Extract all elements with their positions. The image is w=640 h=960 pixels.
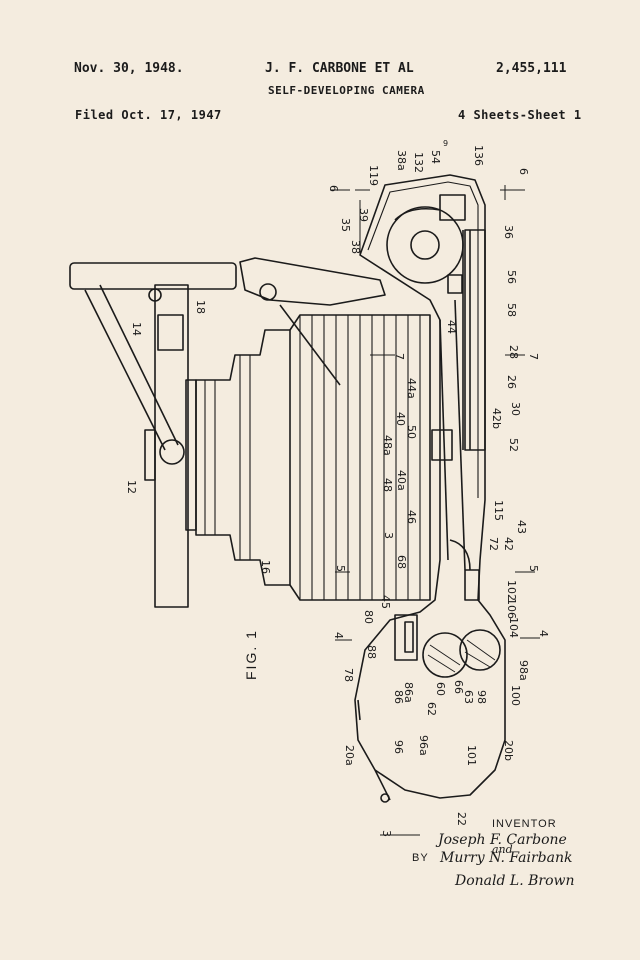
ref-numeral: 58	[505, 303, 518, 317]
inventor-label: INVENTOR	[492, 818, 557, 830]
signature-attorney: Donald L. Brown	[455, 873, 575, 889]
ref-numeral: 66	[452, 680, 465, 694]
ref-numeral: 102	[505, 580, 518, 601]
ref-numeral: 68	[395, 555, 408, 569]
ref-numeral: 98	[475, 690, 488, 704]
pressure-roller-upper	[422, 632, 468, 678]
ref-numeral: 42	[502, 537, 515, 551]
ref-numeral: 3	[382, 532, 395, 539]
ref-numeral: 4	[537, 630, 550, 637]
ref-numeral: 136	[472, 145, 485, 166]
ref-numeral: 22	[455, 812, 468, 826]
ref-numeral: 12	[125, 480, 138, 494]
ref-numeral: 98a	[517, 660, 530, 681]
ref-numeral: 38a	[395, 150, 408, 171]
strut-arm	[239, 257, 386, 306]
ref-numeral: 4	[332, 632, 345, 639]
ref-numeral: 72	[487, 537, 500, 551]
sheet-count: 4 Sheets-Sheet 1	[458, 108, 582, 122]
ref-numeral: 26	[505, 375, 518, 389]
ref-numeral: 96a	[417, 735, 430, 756]
ref-numeral: 5	[334, 565, 347, 572]
ref-numeral: 119	[367, 165, 380, 186]
ref-numeral: 39	[357, 208, 370, 222]
ref-numeral: 7	[393, 353, 406, 360]
pressure-roller-lower	[459, 629, 501, 671]
ref-numeral: 62	[425, 702, 438, 716]
bellows-outline	[195, 329, 291, 586]
reference-numerals: 6 119 38a 132 54 9 136 6 35 39 38 36 56 …	[125, 139, 550, 837]
ref-numeral: 38	[349, 240, 362, 254]
ref-numeral: 104	[507, 617, 520, 638]
patent-title: SELF-DEVELOPING CAMERA	[268, 84, 425, 97]
ref-numeral: 30	[509, 402, 522, 416]
ref-numeral: 28	[507, 345, 520, 359]
ref-numeral: 132	[412, 152, 425, 173]
ref-numeral: 45	[379, 595, 392, 609]
ref-numeral: 101	[465, 745, 478, 766]
ref-numeral: 50	[405, 425, 418, 439]
ref-numeral: 60	[434, 682, 447, 696]
figure-label: FIG. 1	[243, 629, 259, 680]
signature-name-2: Murry N. Fairbank	[440, 850, 573, 866]
ref-numeral: 43	[515, 520, 528, 534]
ref-numeral: 7	[527, 353, 540, 360]
strut-pivot	[159, 439, 185, 465]
ref-numeral: 54	[429, 150, 442, 164]
ref-numeral: 46	[405, 510, 418, 524]
ref-numeral: 3	[380, 830, 393, 837]
ref-numeral: 52	[507, 438, 520, 452]
ref-numeral: 56	[505, 270, 518, 284]
ref-numeral: 78	[342, 668, 355, 682]
ref-numeral: 20a	[343, 745, 356, 766]
ref-numeral: 16	[259, 560, 272, 574]
ref-numeral: 48	[381, 478, 394, 492]
ref-numeral: 5	[527, 565, 540, 572]
ref-numeral: 42b	[490, 408, 503, 429]
ref-numeral: 44a	[405, 378, 418, 399]
ref-numeral: 115	[492, 500, 505, 521]
ref-numeral: 44	[445, 320, 458, 334]
ref-numeral: 88	[365, 645, 378, 659]
ref-numeral: 48a	[381, 435, 394, 456]
by-label: BY	[412, 852, 429, 864]
ref-numeral: 106	[505, 598, 518, 619]
ref-numeral: 80	[362, 610, 375, 624]
ref-numeral: 36	[502, 225, 515, 239]
ref-numeral: 40	[394, 412, 407, 426]
ref-numeral: 63	[462, 690, 475, 704]
front-cover-bed	[69, 262, 237, 290]
ref-numeral: 96	[392, 740, 405, 754]
ref-numeral: 35	[339, 218, 352, 232]
ref-numeral: 40a	[395, 470, 408, 491]
filed-date: Filed Oct. 17, 1947	[75, 108, 222, 122]
ref-numeral: 9	[443, 139, 448, 148]
ref-numeral: 20b	[502, 740, 515, 761]
ref-numeral: 6	[517, 168, 530, 175]
ref-numeral: 18	[194, 300, 207, 314]
film-spool	[386, 206, 464, 284]
ref-numeral: 86a	[402, 682, 415, 703]
ref-numeral: 100	[509, 685, 522, 706]
signature-name-1: Joseph F. Carbone	[438, 832, 567, 848]
signature-and: and	[492, 843, 513, 856]
ref-numeral: 6	[327, 185, 340, 192]
ref-numeral: 14	[130, 322, 143, 336]
ref-numeral: 86	[392, 690, 405, 704]
